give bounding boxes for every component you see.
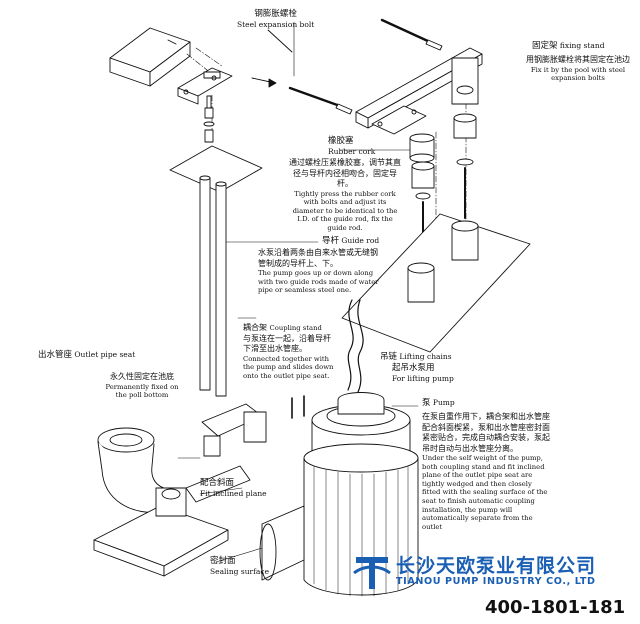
label-fixing-stand: 固定架 fixing stand [532,41,605,52]
note-fixing-cn: 用钢膨胀螺栓将其固定在池边 [526,55,630,64]
wall-block [109,27,191,87]
note-coupling-cn: 与泵连在一起，沿着导杆下滑至出水管座。 [243,333,331,354]
note-pump: 在泵自重作用下，耦合架和出水管座配合斜面楔紧，泵和出水管座密封面紧密贴合，完成自… [422,412,550,552]
label-sealing-surface-cn: 密封面 [210,556,236,566]
label-guide-rod-cn: 导杆 [322,236,340,246]
note-rubber: 通过螺栓压紧橡胶塞，调节其直径与导杆内径相吻合，固定导杆。 Tightly pr… [288,158,402,232]
label-pump-en: Pump [432,398,455,407]
company-name-en: TIANOU PUMP INDUSTRY CO., LTD [396,576,596,587]
guide-rods [199,175,227,397]
label-lifting-chains: 吊链 Lifting chains 起吊水泵用 For lifting pump [380,352,454,383]
company-phone: 400-1801-181 [485,597,626,618]
label-outlet-seat: 出水管座 Outlet pipe seat [38,350,135,361]
label-rubber-cork: 橡胶塞 Rubber cork [328,136,375,156]
note-lifting-en: For lifting pump [392,374,454,383]
label-fixing-stand-en: fixing stand [559,41,605,50]
company-emblem-icon [353,557,391,589]
label-expansion-bolt-cn: 钢膨胀螺栓 [254,9,297,19]
label-sealing-surface: 密封面 Sealing surface [210,556,269,576]
arrows [167,29,293,88]
note-coupling-en: Connected together with the pump and sli… [243,354,334,380]
label-guide-rod-en: Guide rod [341,236,380,245]
label-fit-plane-cn: 配合斜面 [200,478,235,488]
note-fixing-en: Fix it by the pool with steel expansion … [530,65,626,83]
note-fixing: 用钢膨胀螺栓将其固定在池边 Fix it by the pool with st… [519,55,637,83]
lifting-chain [347,299,364,393]
left-bracket [177,67,233,105]
coupling-stand [201,395,305,457]
label-fixing-stand-cn: 固定架 [532,41,558,51]
pump-body [259,392,419,597]
label-rubber-cork-cn: 橡胶塞 [328,136,354,146]
label-guide-rod: 导杆 Guide rod [322,236,379,247]
note-lifting-cn: 起吊水泵用 [392,363,435,373]
label-coupling-stand-cn: 耦合架 [243,323,267,332]
label-lifting-chains-en: Lifting chains [399,352,452,361]
fixing-stand [355,47,483,135]
rubber-cork-stack-right [453,113,477,219]
expansion-bolts [288,18,443,115]
outlet-pipe-seat [93,427,251,577]
company-name-cn: 长沙天欧泵业有限公司 [396,555,597,577]
note-pump-en: Under the self weight of the pump, both … [422,454,548,531]
note-guide-en: The pump goes up or down along with two … [258,269,379,295]
label-fit-plane-en: Fit inclined plane [200,489,267,498]
note-permanent-cn: 永久性固定在池底 [110,372,174,381]
label-expansion-bolt: 钢膨胀螺栓 Steel expansion bolt [237,9,314,29]
note-rubber-en: Tightly press the rubber cork with bolts… [292,189,398,232]
label-fit-plane: 配合斜面 Fit inclined plane [200,478,267,498]
rod-hardware-left [203,95,215,143]
leader-lines [177,21,419,563]
label-rubber-cork-en: Rubber cork [328,147,376,156]
label-coupling-stand-en: Coupling stand [269,324,322,332]
note-coupling: 耦合架 Coupling stand 与泵连在一起，沿着导杆下滑至出水管座。 C… [243,323,335,380]
note-pump-cn: 在泵自重作用下，耦合架和出水管座配合斜面楔紧，泵和出水管座密封面紧密贴合，完成自… [422,412,550,453]
note-permanent: 永久性固定在池底 Permanently fixed on the poll b… [100,372,184,400]
note-permanent-en: Permanently fixed on the poll bottom [105,382,179,400]
label-pump: 泵 Pump [422,398,455,409]
rubber-cork-stack-left [409,133,435,251]
note-guide: 水泵沿着两条由自来水管或无缝钢管制成的导杆上、下。 The pump goes … [258,248,382,295]
note-guide-cn: 水泵沿着两条由自来水管或无缝钢管制成的导杆上、下。 [258,248,378,268]
label-outlet-seat-cn: 出水管座 [38,350,73,360]
label-sealing-surface-en: Sealing surface [210,567,270,576]
note-rubber-cn: 通过螺栓压紧橡胶塞，调节其直径与导杆内径相吻合，固定导杆。 [289,158,401,188]
label-pump-cn: 泵 [422,398,431,408]
label-outlet-seat-en: Outlet pipe seat [74,350,136,359]
floor-plate [341,213,531,353]
label-lifting-chains-cn: 吊链 [380,352,398,362]
company-logo-block: 长沙天欧泵业有限公司 TIANOU PUMP INDUSTRY CO., LTD… [350,545,638,621]
label-expansion-bolt-en: Steel expansion bolt [237,20,315,29]
